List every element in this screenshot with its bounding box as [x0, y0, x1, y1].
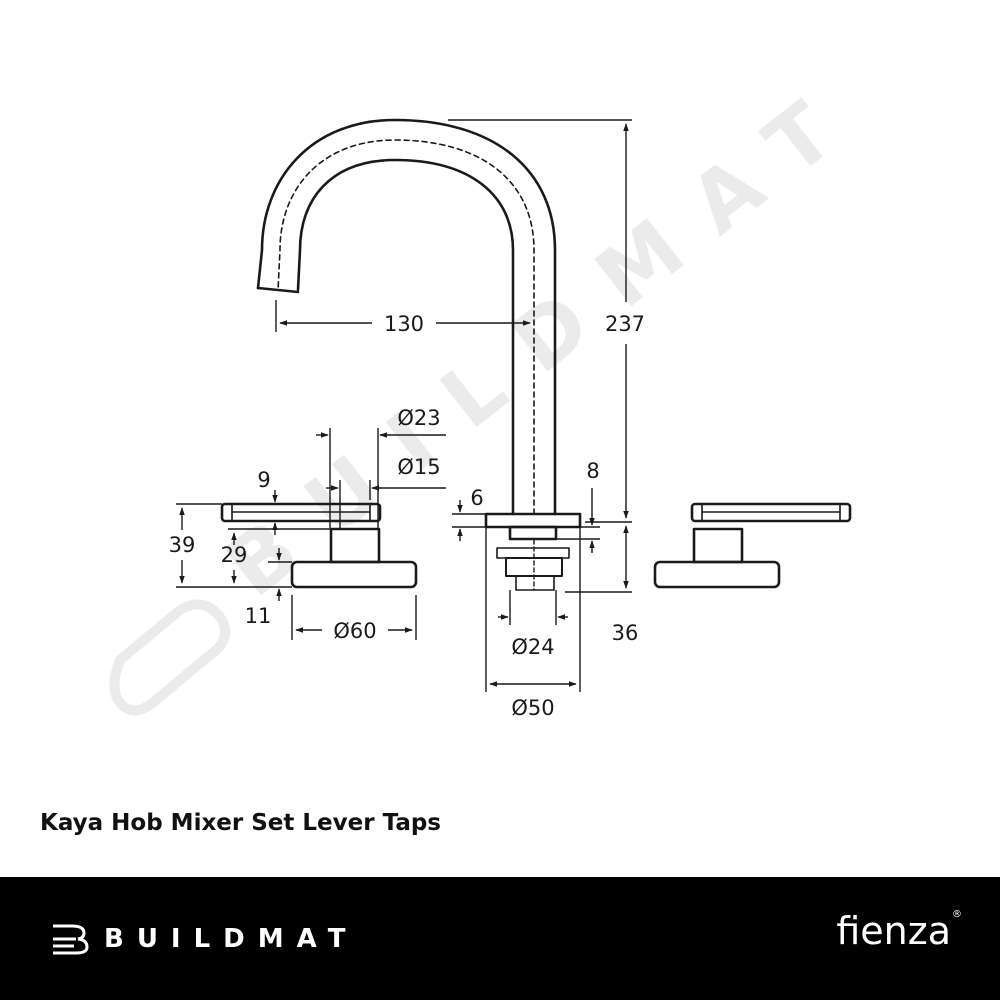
dim-shank-length: 36 [612, 621, 639, 645]
dim-spout-base-thickness: 6 [470, 486, 483, 510]
dim-total-height: 237 [605, 312, 645, 336]
watermark-text: BUILDMAT [209, 62, 881, 616]
faucet-drawing [220, 118, 852, 591]
registered-mark: ® [952, 909, 962, 920]
spout-centerline [277, 139, 535, 515]
dim-spout-flange-thickness: 8 [586, 459, 599, 483]
footer-bar: BUILDMAT fienza® [0, 877, 1000, 1000]
technical-drawing: BUILDMAT [109, 62, 881, 720]
right-handle-base [653, 560, 781, 589]
buildmat-logo-icon [53, 924, 89, 955]
spout-base-flange [484, 512, 582, 529]
dim-spout-base-diameter: Ø50 [511, 696, 554, 720]
spout-shank-tail [515, 575, 555, 591]
right-handle-body [692, 527, 744, 564]
buildmat-logo: BUILDMAT [50, 919, 358, 959]
left-lever [220, 502, 382, 523]
spout-outer-outline-top [256, 118, 557, 516]
watermark-logo-icon [109, 599, 230, 716]
fienza-logo: fienza® [836, 909, 962, 953]
spout-tip [256, 286, 300, 294]
dim-handle-base-height: 11 [245, 604, 272, 628]
dim-handle-height: 39 [169, 533, 196, 557]
dim-shank-diameter: Ø24 [511, 635, 554, 659]
dim-handle-base-diameter: Ø60 [333, 619, 376, 643]
buildmat-wordmark: BUILDMAT [104, 924, 359, 954]
spout-shank-washer [496, 547, 570, 559]
dimension-labels: 130 237 Ø23 Ø15 9 39 29 11 Ø60 6 8 Ø24 Ø… [169, 312, 645, 720]
dim-handle-diameter-outer: Ø23 [397, 406, 440, 430]
dim-handle-diameter-inner: Ø15 [397, 455, 440, 479]
right-lever [690, 502, 852, 523]
dim-spout-reach: 130 [384, 312, 424, 336]
dimension-lines [176, 119, 632, 692]
product-title: Kaya Hob Mixer Set Lever Taps [40, 810, 441, 836]
watermark: BUILDMAT [109, 62, 881, 716]
dim-lever-thickness: 9 [257, 468, 270, 492]
spout-outer-outline [296, 158, 515, 516]
left-handle-base [290, 560, 418, 589]
spout-base-collar [508, 525, 558, 541]
dim-handle-body-height: 29 [221, 543, 248, 567]
fienza-wordmark: fienza [836, 909, 951, 953]
